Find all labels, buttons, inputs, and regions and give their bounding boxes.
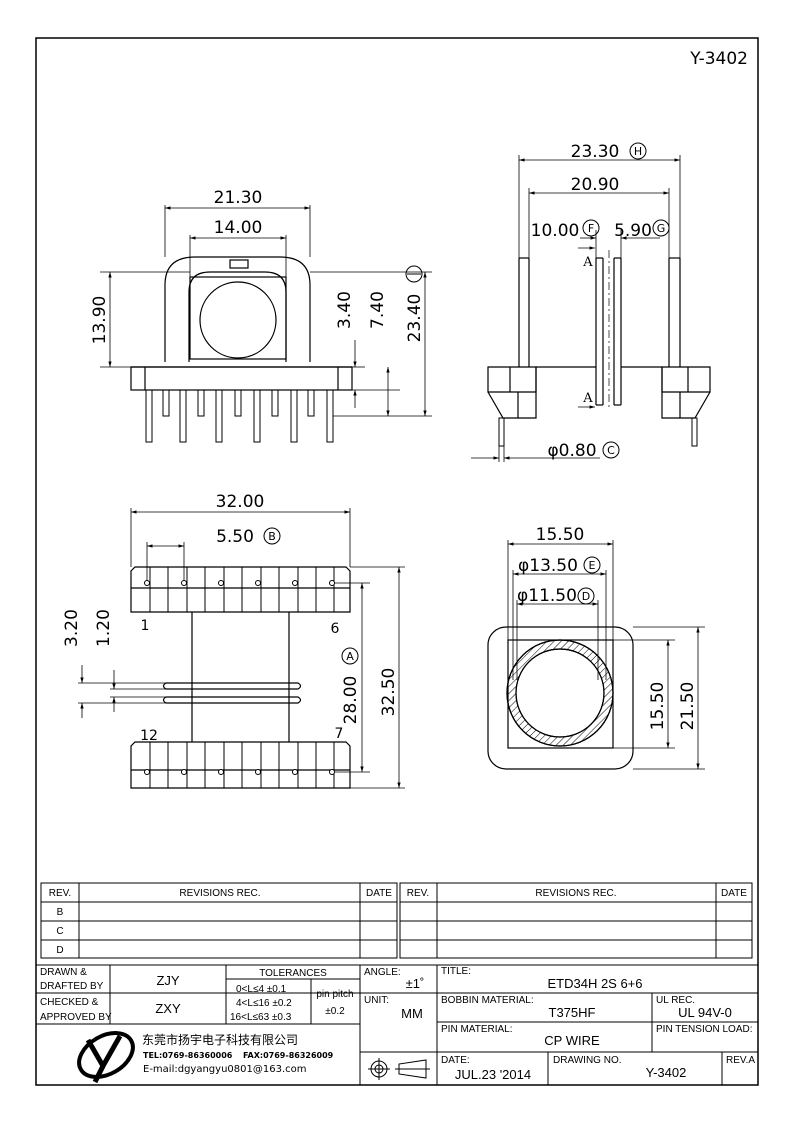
- side-view: [471, 155, 711, 462]
- mark-b-circle: B: [263, 527, 281, 545]
- unit-label: UNIT:: [364, 995, 389, 1006]
- company-email: E-mail:dgyangyu0801@163.com: [143, 1064, 306, 1075]
- checked-label-2: APPROVED BY: [40, 1012, 112, 1023]
- drawing-no-label: DRAWING NO.: [553, 1055, 622, 1066]
- dim-28-00: 28.00: [341, 676, 361, 725]
- rev-label: REV.A: [726, 1055, 755, 1066]
- mark-e-circle: E: [583, 556, 601, 574]
- sheet-border: [35, 37, 759, 1086]
- dim-21-30: 21.30: [214, 188, 263, 208]
- revisions-table: [40, 882, 753, 959]
- dim-21-50: 21.50: [678, 682, 698, 731]
- mark-i-circle: [405, 265, 423, 283]
- bottom-view: [78, 508, 405, 789]
- dim-20-90: 20.90: [571, 175, 620, 195]
- pin-label-12: 12: [140, 728, 158, 744]
- tolerance-2: 4<L≤16 ±0.2: [236, 998, 292, 1009]
- date-label: DATE:: [441, 1055, 470, 1066]
- svg-text:A: A: [346, 650, 354, 663]
- mark-c-circle: C: [602, 441, 620, 459]
- svg-text:G: G: [657, 222, 666, 235]
- company-logo: [77, 1031, 135, 1084]
- company-name-cn: 东莞市扬宇电子科技有限公司: [142, 1032, 298, 1047]
- dim-23-30: 23.30: [571, 142, 620, 162]
- rev-header-right: REV.: [407, 888, 429, 899]
- dim-7-40: 7.40: [368, 291, 388, 329]
- dim-3-40: 3.40: [335, 291, 355, 329]
- angle-value: ±1˚: [406, 976, 425, 991]
- drawn-label-1: DRAWN &: [40, 967, 87, 978]
- projection-symbol: [368, 1058, 430, 1080]
- unit-value: MM: [401, 1006, 423, 1021]
- company-tel: TEL:0769-86360006: [143, 1051, 233, 1060]
- drawn-label-2: DRAFTED BY: [40, 981, 104, 992]
- dim-15-50-vertical: 15.50: [648, 682, 668, 731]
- dim-10-00: 10.00: [531, 221, 580, 241]
- top-view: [487, 540, 705, 770]
- dim-11-50: φ11.50: [517, 586, 577, 606]
- drawing-no-value: Y-3402: [646, 1065, 687, 1080]
- date-header-right: DATE: [721, 888, 747, 899]
- mark-h-circle: H: [629, 142, 647, 160]
- dim-1-20: 1.20: [94, 609, 114, 647]
- dim-32-50: 32.50: [379, 668, 399, 717]
- rev-row-c: C: [56, 926, 63, 937]
- svg-text:C: C: [607, 444, 615, 457]
- svg-text:H: H: [634, 145, 642, 158]
- pin-label-1: 1: [141, 618, 150, 634]
- checked-label-1: CHECKED &: [40, 997, 99, 1008]
- pin-material-label: PIN MATERIAL:: [441, 1024, 513, 1035]
- dim-3-20: 3.20: [62, 609, 82, 647]
- dim-15-50: 15.50: [536, 525, 585, 545]
- pin-material-value: CP WIRE: [544, 1033, 600, 1048]
- drawing-id-top: Y-3402: [689, 49, 748, 69]
- tolerance-3: 16<L≤63 ±0.3: [230, 1012, 292, 1023]
- section-a-top: A: [582, 255, 593, 270]
- rev-header-left: REV.: [49, 888, 71, 899]
- mark-d-circle: D: [577, 587, 595, 605]
- bobbin-material-value: T375HF: [549, 1005, 596, 1020]
- date-value: JUL.23 '2014: [455, 1067, 531, 1082]
- title-block: [36, 964, 758, 1085]
- angle-label: ANGLE:: [364, 967, 401, 978]
- title-label: TITLE:: [441, 966, 471, 977]
- svg-text:B: B: [268, 530, 276, 543]
- dim-13-50: φ13.50: [518, 556, 578, 576]
- pin-label-6: 6: [331, 621, 340, 637]
- pin-tension-label: PIN TENSION LOAD:: [656, 1024, 753, 1035]
- section-a-bottom: A: [582, 391, 593, 406]
- bobbin-material-label: BOBBIN MATERIAL:: [441, 995, 534, 1006]
- svg-text:F: F: [588, 222, 594, 235]
- dim-5-90: 5.90: [614, 221, 652, 241]
- tolerances-label: TOLERANCES: [259, 968, 327, 979]
- pin-pitch-value: ±0.2: [325, 1006, 345, 1017]
- dim-23-40: 23.40: [405, 294, 425, 343]
- rev-row-b: B: [57, 907, 64, 918]
- company-fax: FAX:0769-86326009: [243, 1051, 334, 1060]
- revisions-header-left: REVISIONS REC.: [179, 888, 260, 899]
- svg-text:D: D: [582, 590, 590, 603]
- revisions-header-right: REVISIONS REC.: [535, 888, 616, 899]
- dim-32-00: 32.00: [216, 492, 265, 512]
- dim-5-50: 5.50: [216, 527, 254, 547]
- dim-14-00: 14.00: [214, 218, 263, 238]
- rev-row-d: D: [56, 945, 63, 956]
- mark-g-circle: G: [652, 219, 670, 237]
- dim-pin-diameter: φ0.80: [547, 441, 596, 461]
- mark-f-circle: F: [582, 219, 600, 237]
- tolerance-1: 0<L≤4 ±0.1: [236, 984, 287, 995]
- pin-pitch-label: pin pitch: [316, 989, 353, 1000]
- mark-a-circle: A: [341, 647, 359, 665]
- title-value: ETD34H 2S 6+6: [547, 976, 642, 991]
- pin-label-7: 7: [335, 726, 344, 742]
- ul-rec-label: UL REC.: [656, 995, 695, 1006]
- checked-value: ZXY: [155, 1001, 181, 1016]
- svg-text:E: E: [589, 559, 596, 572]
- dim-13-90: 13.90: [90, 296, 110, 345]
- date-header-left: DATE: [366, 888, 392, 899]
- drawn-value: ZJY: [156, 973, 179, 988]
- ul-rec-value: UL 94V-0: [678, 1005, 732, 1020]
- front-view: [100, 205, 432, 443]
